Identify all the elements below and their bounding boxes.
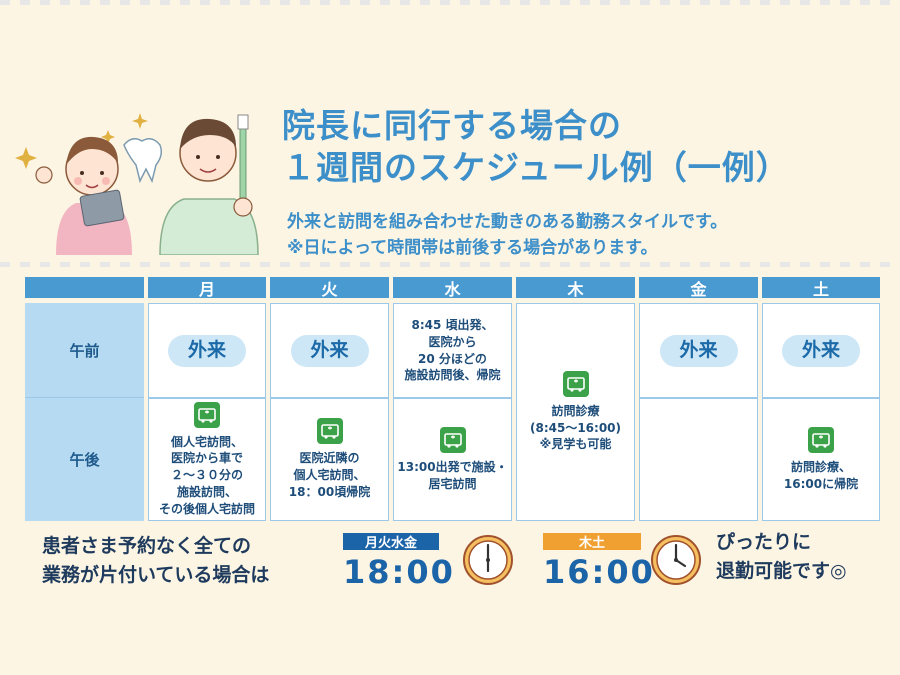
cell-fri-am: 外来 bbox=[639, 303, 758, 398]
header-corner bbox=[25, 277, 144, 298]
row-label-am: 午前 bbox=[25, 303, 144, 398]
row-label-pm: 午後 bbox=[25, 398, 144, 521]
outpatient-badge: 外来 bbox=[659, 334, 738, 367]
title-line-1: 院長に同行する場合の bbox=[282, 106, 622, 145]
weekday-badge-2: 木土 bbox=[543, 533, 641, 551]
leave-text: ぴったりに 退勤可能です◎ bbox=[716, 531, 847, 582]
sat-pm-text: 訪問診療、 16:00に帰院 bbox=[783, 459, 859, 491]
footer-note: 患者さま予約なく全ての 業務が片付いている場合は bbox=[42, 535, 270, 586]
thu-text: 訪問診療 (8:45～16:00) ※見学も可能 bbox=[529, 403, 621, 452]
cell-tue-pm: 医院近隣の 個人宅訪問、 18：00頃帰院 bbox=[270, 398, 389, 521]
tue-pm-text: 医院近隣の 個人宅訪問、 18：00頃帰院 bbox=[288, 451, 371, 499]
header-day-thu: 木 bbox=[516, 277, 635, 299]
van-icon bbox=[316, 418, 343, 445]
weekday-badge-1: 月火水金 bbox=[343, 533, 439, 551]
header-day-sat: 土 bbox=[762, 277, 880, 299]
top-stripe bbox=[0, 0, 900, 5]
van-icon bbox=[808, 426, 834, 453]
cell-tue-am: 外来 bbox=[270, 303, 389, 398]
cell-sat-pm: 訪問診療、 16:00に帰院 bbox=[762, 398, 880, 521]
outpatient-badge: 外来 bbox=[290, 334, 369, 367]
page-title: 院長に同行する場合の １週間のスケジュール例（一例） bbox=[282, 105, 882, 189]
subtitle-line-1: 外来と訪問を組み合わせた動きのある勤務スタイルです。 bbox=[287, 212, 728, 232]
divider-stripe bbox=[0, 262, 900, 267]
van-icon bbox=[562, 370, 589, 397]
subtitle-line-2: ※日によって時間帯は前後する場合があります。 bbox=[287, 237, 658, 258]
clock-icon bbox=[463, 535, 513, 585]
end-time-1: 18:00 bbox=[343, 553, 455, 591]
cell-sat-am: 外来 bbox=[762, 303, 880, 398]
clock-icon bbox=[651, 535, 701, 585]
cell-fri-pm bbox=[639, 398, 758, 521]
header-day-wed: 水 bbox=[393, 277, 512, 299]
staff-illustration bbox=[15, 113, 259, 255]
van-icon bbox=[194, 401, 220, 428]
header-day-tue: 火 bbox=[270, 277, 389, 299]
outpatient-badge: 外来 bbox=[168, 334, 246, 367]
wed-am-text: 8:45 頃出発、 医院から 20 分ほどの 施設訪問後、帰院 bbox=[404, 317, 501, 383]
outpatient-badge: 外来 bbox=[782, 334, 860, 367]
header-day-fri: 金 bbox=[639, 277, 758, 299]
mon-pm-text: 個人宅訪問、 医院から車で ２～３０分の 施設訪問、 その後個人宅訪問 bbox=[158, 434, 255, 516]
page-subtitle: 外来と訪問を組み合わせた動きのある勤務スタイルです。 ※日によって時間帯は前後す… bbox=[287, 210, 887, 262]
cell-mon-am: 外来 bbox=[148, 303, 266, 398]
cell-thu-all: 訪問診療 (8:45～16:00) ※見学も可能 bbox=[516, 303, 635, 521]
title-line-2: １週間のスケジュール例（一例） bbox=[282, 148, 790, 188]
cell-wed-am: 8:45 頃出発、 医院から 20 分ほどの 施設訪問後、帰院 bbox=[393, 303, 512, 398]
wed-pm-text: 13:00出発で施設・ 居宅訪問 bbox=[397, 459, 508, 491]
cell-wed-pm: 13:00出発で施設・ 居宅訪問 bbox=[393, 398, 512, 521]
end-time-2: 16:00 bbox=[543, 553, 655, 591]
van-icon bbox=[439, 426, 466, 453]
header-day-mon: 月 bbox=[148, 277, 266, 299]
cell-mon-pm: 個人宅訪問、 医院から車で ２～３０分の 施設訪問、 その後個人宅訪問 bbox=[148, 398, 266, 521]
